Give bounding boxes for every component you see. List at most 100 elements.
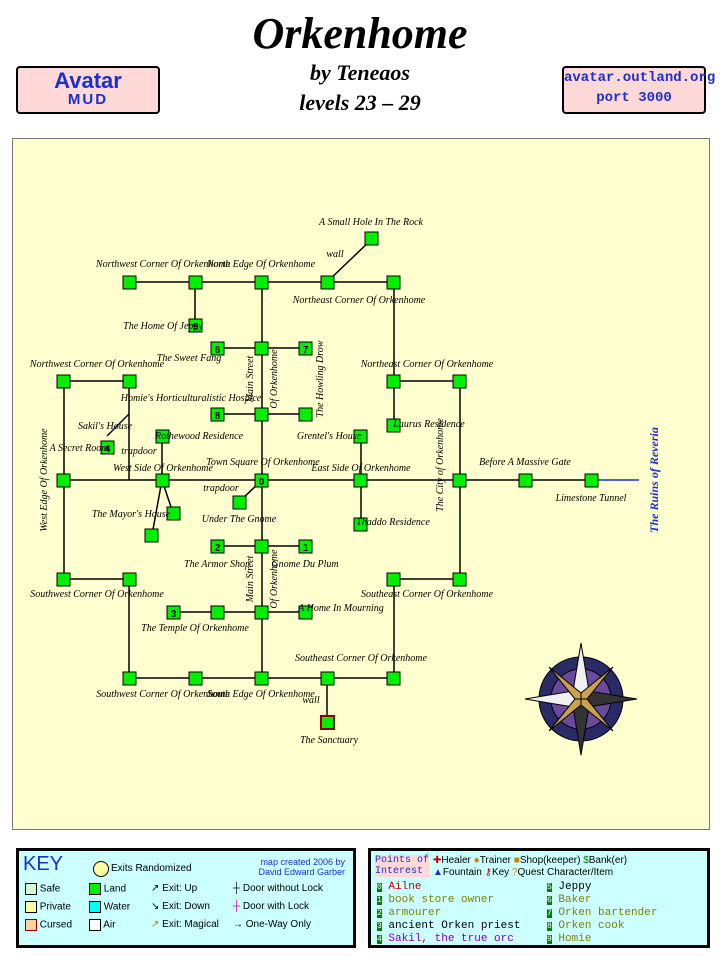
- label-armor-shop: The Armor Shop: [184, 559, 250, 570]
- legend-exit-down: ↘ Exit: Down: [151, 901, 210, 912]
- exit-up-icon: ↗: [151, 883, 160, 894]
- legend-air: Air: [89, 919, 151, 931]
- exit-magical-icon: ↗: [151, 919, 160, 930]
- room-rothewood[interactable]: [155, 429, 170, 444]
- vertical-labels: Main Street Of Orkenhome The Howling Dro…: [39, 340, 661, 608]
- room-ne-corner-east[interactable]: [452, 374, 467, 389]
- label-nw-corner: Northwest Corner Of Orkenhome: [29, 359, 165, 370]
- room-nw-corner[interactable]: [56, 374, 71, 389]
- room-main-street-north-2[interactable]: [254, 407, 269, 422]
- marker-sweet-fang: 6: [215, 345, 221, 356]
- room-south-edge[interactable]: [254, 671, 269, 686]
- label-wall-south: wall: [302, 695, 319, 706]
- room-west-side[interactable]: [155, 473, 170, 488]
- poi-item: 6 Baker: [547, 894, 592, 906]
- safe-swatch-icon: [25, 883, 37, 895]
- room-se-corner-west[interactable]: [320, 671, 335, 686]
- poi-legend: ✚Healer ●Trainer ■Shop(keeper) $Bank(er)…: [433, 855, 628, 878]
- label-hospice: Homie's Horticulturalistic Hospice: [120, 393, 262, 404]
- room-hospice-east[interactable]: [298, 407, 313, 422]
- trainer-icon: ●: [473, 855, 480, 866]
- room-ne-junction[interactable]: [320, 275, 335, 290]
- room-small-hole[interactable]: [364, 231, 379, 246]
- room-sakil[interactable]: [100, 440, 115, 455]
- room-mayor[interactable]: [144, 528, 159, 543]
- room-armor-shop[interactable]: [210, 539, 225, 554]
- room-sw-corner-north[interactable]: [56, 572, 71, 587]
- room-under-gnome[interactable]: [232, 495, 247, 510]
- legend-door-lock: ┼ Door with Lock: [233, 901, 310, 912]
- label-mayor: The Mayor's House: [92, 509, 171, 520]
- room-town-square[interactable]: [254, 473, 269, 488]
- room-sanctuary[interactable]: [320, 715, 335, 730]
- room-jeppy[interactable]: [188, 318, 203, 333]
- room-mayor-east[interactable]: [166, 506, 181, 521]
- key-title: KEY: [23, 853, 64, 875]
- label-north-edge: North Edge Of Orkenhome: [206, 259, 316, 270]
- room-laurus[interactable]: [386, 418, 401, 433]
- room-south-junction[interactable]: [188, 671, 203, 686]
- cursed-swatch-icon: [25, 919, 37, 931]
- marker-hospice: 8: [215, 411, 221, 422]
- room-north-junction[interactable]: [188, 275, 203, 290]
- label-secret-room: A Secret Room: [49, 443, 109, 454]
- room-gnome-du-plum[interactable]: [298, 539, 313, 554]
- room-sw-corner-north-east[interactable]: [122, 572, 137, 587]
- exits-randomized-label: Exits Randomized: [111, 863, 192, 874]
- room-limestone-tunnel[interactable]: [584, 473, 599, 488]
- poi-item: 7 Orken bartender: [547, 907, 658, 919]
- label-ne-corner-north: Northeast Corner Of Orkenhome: [292, 295, 426, 306]
- credit-line-2: David Edward Garber: [258, 867, 345, 877]
- room-main-street-south-2[interactable]: [254, 605, 269, 620]
- server-host: avatar.outland.org: [564, 70, 716, 86]
- label-massive-gate: Before A Massive Gate: [479, 457, 571, 468]
- poi-item: 3 ancient Orken priest: [377, 920, 521, 932]
- room-sweet-fang[interactable]: [210, 341, 225, 356]
- room-north-edge[interactable]: [254, 275, 269, 290]
- label-sanctuary: The Sanctuary: [300, 735, 359, 746]
- room-howling-drow[interactable]: [298, 341, 313, 356]
- map-key: KEY Exits Randomized map created 2006 by…: [16, 848, 356, 948]
- room-west-edge[interactable]: [56, 473, 71, 488]
- legend-exit-magical: ↗ Exit: Magical: [151, 919, 219, 930]
- marker-town-square: 0: [259, 477, 265, 488]
- marker-temple: 3: [171, 609, 177, 620]
- water-swatch-icon: [89, 901, 101, 913]
- label-main-street-north-of: Of Orkenhome: [269, 349, 280, 409]
- room-main-street-south-1[interactable]: [254, 539, 269, 554]
- marker-howling-drow: 7: [303, 345, 309, 356]
- room-ne-corner[interactable]: [386, 374, 401, 389]
- label-main-street-north: Main Street: [245, 355, 256, 403]
- room-nw-corner-north[interactable]: [122, 275, 137, 290]
- room-sw-corner[interactable]: [122, 671, 137, 686]
- label-east-side: East Side Of Orkenhome: [310, 463, 411, 474]
- room-nw-corner-east[interactable]: [122, 374, 137, 389]
- map-author: by Teneaos: [309, 60, 410, 85]
- poi-item: 0 Ailne: [377, 881, 422, 893]
- label-sw-corner-north: Southwest Corner Of Orkenhome: [30, 589, 164, 600]
- label-ne-corner: Northeast Corner Of Orkenhome: [360, 359, 494, 370]
- room-links: [63, 238, 639, 722]
- room-east-side[interactable]: [353, 473, 368, 488]
- room-massive-gate[interactable]: [518, 473, 533, 488]
- room-hospice[interactable]: [210, 407, 225, 422]
- legend-door-no-lock: ┼ Door without Lock: [233, 883, 323, 894]
- room-home-in-mourning[interactable]: [298, 605, 313, 620]
- room-main-street-north-1[interactable]: [254, 341, 269, 356]
- room-city-east[interactable]: [452, 473, 467, 488]
- room-grentel[interactable]: [353, 429, 368, 444]
- room-temple[interactable]: [166, 605, 181, 620]
- marker-sakil: 4: [105, 444, 111, 455]
- label-thaddo: Thaddo Residence: [356, 517, 430, 528]
- label-under-gnome: Under The Gnome: [202, 514, 277, 525]
- room-temple-east[interactable]: [210, 605, 225, 620]
- room-thaddo[interactable]: [353, 517, 368, 532]
- label-west-edge: West Edge Of Orkenhome: [39, 428, 50, 532]
- legend-safe: Safe: [25, 883, 89, 895]
- room-se-corner-north[interactable]: [386, 572, 401, 587]
- label-jeppy: The Home Of Jeppy: [123, 321, 203, 332]
- room-se-corner-north-east[interactable]: [452, 572, 467, 587]
- room-se-corner[interactable]: [386, 671, 401, 686]
- label-sakil: Sakil's House: [78, 421, 133, 432]
- room-ne-corner-north[interactable]: [386, 275, 401, 290]
